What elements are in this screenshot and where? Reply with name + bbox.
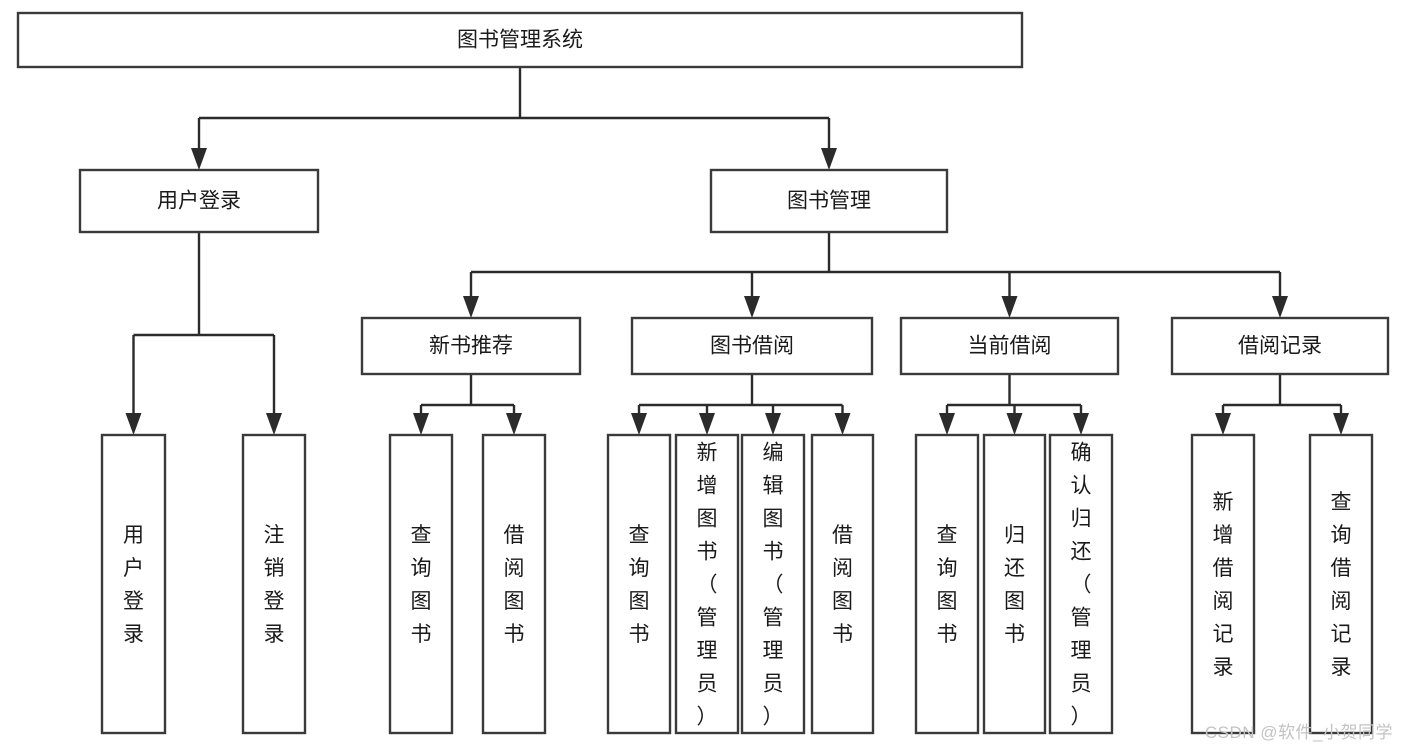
node-box[interactable] xyxy=(810,433,875,735)
node-label: 查询图书 xyxy=(937,524,958,646)
node-leaf-borrow-book-bor[interactable]: 借阅图书 xyxy=(810,433,875,735)
node-leaf-confirm-return-admin[interactable]: 确认归还（管理员） xyxy=(1048,433,1114,735)
node-label: 查询借阅记录 xyxy=(1331,491,1352,679)
arrow-head-icon xyxy=(1272,296,1288,318)
node-leaf-add-book-admin[interactable]: 新增图书（管理员） xyxy=(674,433,740,735)
node-box[interactable] xyxy=(709,168,949,234)
node-box[interactable] xyxy=(360,316,582,376)
node-book-manage[interactable]: 图书管理 xyxy=(709,168,949,234)
arrow-head-icon xyxy=(765,413,781,435)
arrow-head-icon xyxy=(699,413,715,435)
node-leaf-borrow-book-rec[interactable]: 借阅图书 xyxy=(481,433,547,735)
node-label: 新书推荐 xyxy=(429,335,513,358)
arrow-head-icon xyxy=(821,148,837,170)
node-box[interactable] xyxy=(1190,433,1256,735)
node-leaf-query-book-rec[interactable]: 查询图书 xyxy=(388,433,454,735)
node-label: 图书管理系统 xyxy=(457,29,583,52)
node-label: 新增借阅记录 xyxy=(1213,491,1234,679)
arrow-head-icon xyxy=(463,296,479,318)
node-box[interactable] xyxy=(481,433,547,735)
node-root[interactable]: 图书管理系统 xyxy=(16,11,1024,69)
csdn-watermark: CSDN @软件_小贺同学 xyxy=(1204,723,1393,742)
node-label: 借阅图书 xyxy=(832,524,853,646)
connector-group-user-login xyxy=(125,232,282,435)
connector-group-root xyxy=(191,67,837,170)
arrow-head-icon xyxy=(939,413,955,435)
arrow-head-icon xyxy=(191,148,207,170)
node-leaf-add-borrow-record[interactable]: 新增借阅记录 xyxy=(1190,433,1256,735)
node-box[interactable] xyxy=(982,433,1047,735)
connector-group-book-manage xyxy=(463,232,1288,318)
node-label: 注销登录 xyxy=(264,524,285,646)
node-leaf-return-book[interactable]: 归还图书 xyxy=(982,433,1047,735)
arrow-head-icon xyxy=(834,413,851,435)
connector-group-borrow-record xyxy=(1215,374,1349,435)
node-label: 查询图书 xyxy=(411,524,432,646)
node-label: 借阅记录 xyxy=(1238,335,1322,358)
node-box[interactable] xyxy=(606,433,672,735)
node-box[interactable] xyxy=(914,433,980,735)
arrow-head-icon xyxy=(744,296,760,318)
node-box[interactable] xyxy=(674,433,740,735)
arrow-head-icon xyxy=(1001,296,1018,318)
node-label: 编辑图书（管理员） xyxy=(763,441,784,728)
node-book-borrow[interactable]: 图书借阅 xyxy=(630,316,874,376)
arrow-head-icon xyxy=(631,413,647,435)
arrow-head-icon xyxy=(125,413,142,435)
node-layer: 图书管理系统用户登录图书管理新书推荐图书借阅当前借阅借阅记录用户登录注销登录查询… xyxy=(16,11,1390,735)
connector-layer xyxy=(125,67,1349,435)
node-box[interactable] xyxy=(1308,433,1374,735)
arrow-head-icon xyxy=(266,413,282,435)
node-leaf-logout-login[interactable]: 注销登录 xyxy=(241,433,307,735)
node-leaf-query-book-cur[interactable]: 查询图书 xyxy=(914,433,980,735)
node-label: 查询图书 xyxy=(629,524,650,646)
node-label: 图书管理 xyxy=(787,190,871,213)
node-label: 用户登录 xyxy=(123,524,144,646)
connector-group-new-book-recommend xyxy=(413,374,522,435)
arrow-head-icon xyxy=(1073,413,1089,435)
node-box[interactable] xyxy=(241,433,307,735)
node-label: 新增图书（管理员） xyxy=(697,441,718,728)
node-current-borrow[interactable]: 当前借阅 xyxy=(899,316,1120,376)
node-label: 归还图书 xyxy=(1004,524,1025,646)
node-leaf-query-borrow-record[interactable]: 查询借阅记录 xyxy=(1308,433,1374,735)
arrow-head-icon xyxy=(506,413,522,435)
node-box[interactable] xyxy=(740,433,806,735)
node-leaf-query-book-bor[interactable]: 查询图书 xyxy=(606,433,672,735)
node-box[interactable] xyxy=(100,433,167,735)
node-box[interactable] xyxy=(1048,433,1114,735)
arrow-head-icon xyxy=(1006,413,1023,435)
node-box[interactable] xyxy=(78,168,320,234)
node-label: 确认归还（管理员） xyxy=(1071,441,1092,728)
node-box[interactable] xyxy=(1170,316,1390,376)
node-box[interactable] xyxy=(630,316,874,376)
node-label: 用户登录 xyxy=(157,190,241,213)
arrow-head-icon xyxy=(1333,413,1349,435)
node-leaf-user-login[interactable]: 用户登录 xyxy=(100,433,167,735)
node-leaf-edit-book-admin[interactable]: 编辑图书（管理员） xyxy=(740,433,806,735)
node-label: 图书借阅 xyxy=(710,335,794,358)
node-new-book-recommend[interactable]: 新书推荐 xyxy=(360,316,582,376)
node-box[interactable] xyxy=(899,316,1120,376)
node-box[interactable] xyxy=(388,433,454,735)
node-user-login[interactable]: 用户登录 xyxy=(78,168,320,234)
node-borrow-record[interactable]: 借阅记录 xyxy=(1170,316,1390,376)
connector-group-current-borrow xyxy=(939,374,1089,435)
node-box[interactable] xyxy=(16,11,1024,69)
arrow-head-icon xyxy=(1215,413,1231,435)
node-label: 借阅图书 xyxy=(504,524,525,646)
node-label: 当前借阅 xyxy=(968,335,1052,358)
arrow-head-icon xyxy=(413,413,429,435)
connector-group-book-borrow xyxy=(631,374,851,435)
